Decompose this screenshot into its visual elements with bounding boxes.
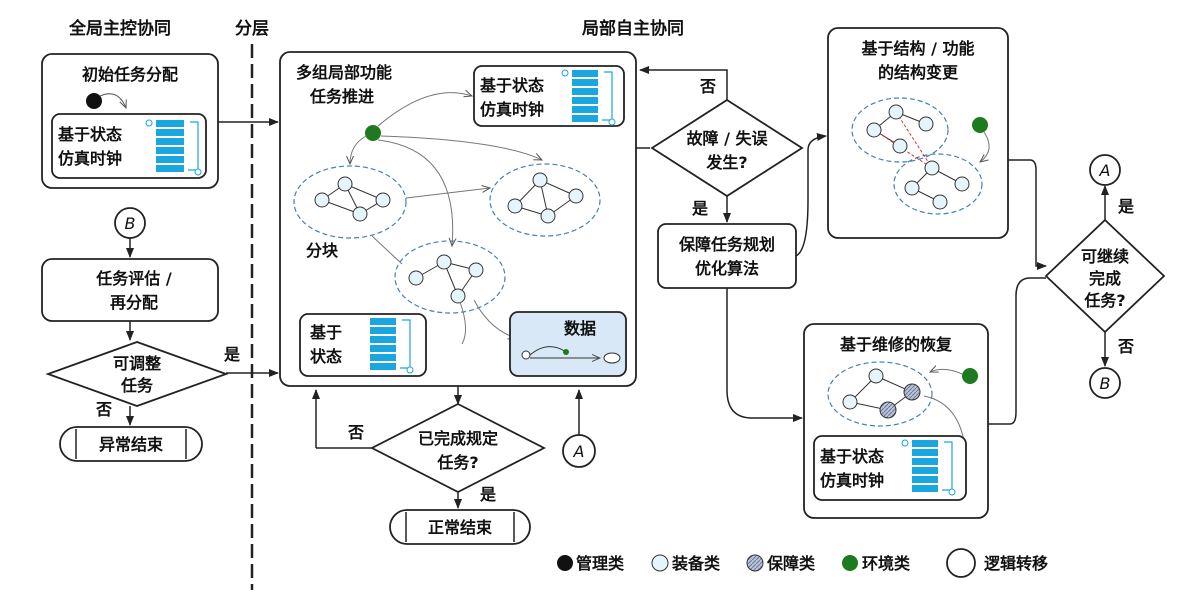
legend-swatch-management <box>557 555 573 571</box>
state-line2: 状态 <box>310 347 342 366</box>
fault-yes-label: 是 <box>691 199 708 218</box>
struct-environment-node <box>972 117 988 133</box>
abnormal-end-terminator: 异常结束 <box>59 426 203 462</box>
fault-line1: 故障 / 失误 <box>687 129 769 148</box>
support-node <box>879 401 897 419</box>
continue-decision: 可继续 完成 任务? <box>1044 218 1166 334</box>
node-a-right-label: A <box>1099 161 1111 180</box>
task-eval-line2: 再分配 <box>110 293 158 312</box>
repair-environment-node <box>962 368 978 384</box>
normal-end-terminator: 正常结束 <box>389 509 531 545</box>
clock-repair-icon <box>901 439 956 496</box>
struct-line1: 基于结构 / 功能 <box>861 39 975 58</box>
normal-end-label: 正常结束 <box>428 518 493 537</box>
state-line1: 基于 <box>309 323 342 342</box>
fault-decision: 故障 / 失误 发生? <box>650 98 804 198</box>
local-task-title1: 多组局部功能 <box>296 63 392 82</box>
adjust-no-label: 否 <box>95 400 112 419</box>
opt-line2: 优化算法 <box>695 259 759 278</box>
opt-algorithm-box: 保障任务规划 优化算法 <box>657 223 797 289</box>
done-decision: 已完成规定 任务? <box>370 402 546 494</box>
legend: 管理类 装备类 保障类 环境类 逻辑转移 <box>557 548 1048 578</box>
cluster-right <box>489 163 601 237</box>
management-node <box>86 93 102 109</box>
data-label: 数据 <box>564 319 596 338</box>
clock-left-line1: 基于状态 <box>57 125 122 144</box>
clock-center-line2: 仿真时钟 <box>480 100 544 119</box>
clock-repair-line1: 基于状态 <box>819 447 884 466</box>
task-eval-line1: 任务评估 / <box>95 269 172 288</box>
clock-center-line1: 基于状态 <box>479 76 544 95</box>
node-b-right-label: B <box>1100 374 1111 393</box>
local-task-box: 多组局部功能 任务推进 基于状态 仿真时钟 <box>279 51 637 387</box>
abnormal-end-label: 异常结束 <box>99 435 164 454</box>
adjust-yes-label: 是 <box>223 345 240 364</box>
task-eval-box: 任务评估 / 再分配 <box>41 258 219 322</box>
done-no-label: 否 <box>347 423 364 442</box>
legend-label-support: 保障类 <box>766 554 816 573</box>
data-flow-icon <box>521 346 621 364</box>
clock-left-line2: 仿真时钟 <box>58 149 122 168</box>
opt-line1: 保障任务规划 <box>678 235 775 254</box>
local-task-title2: 任务推进 <box>309 87 374 106</box>
header-global: 全局主控协同 <box>68 18 171 39</box>
state-clock-icon <box>370 318 414 374</box>
header-layer: 分层 <box>235 19 269 39</box>
done-yes-label: 是 <box>479 485 496 504</box>
node-a-right: A <box>1089 154 1121 186</box>
header-local: 局部自主协同 <box>582 18 684 39</box>
support-node <box>903 383 921 401</box>
node-a-center: A <box>562 434 596 468</box>
done-line1: 已完成规定 <box>418 429 498 448</box>
fault-no-label: 否 <box>699 77 716 96</box>
continue-line2: 完成 <box>1089 269 1121 288</box>
legend-label-environment: 环境类 <box>862 554 911 573</box>
struct-line2: 的结构变更 <box>878 63 959 82</box>
legend-swatch-support <box>746 554 764 572</box>
clock-center-icon <box>561 69 616 126</box>
repair-label: 基于维修的恢复 <box>839 335 953 354</box>
node-b-left-label: B <box>125 214 136 233</box>
node-b-left: B <box>114 207 146 239</box>
environment-node <box>365 125 381 141</box>
adjust-decision: 可调整 任务 <box>45 341 229 407</box>
node-a-center-label: A <box>573 442 585 461</box>
continue-no-label: 否 <box>1117 337 1134 356</box>
legend-label-transfer: 逻辑转移 <box>984 554 1048 573</box>
done-line2: 任务? <box>436 453 478 472</box>
continue-line1: 可继续 <box>1081 247 1129 266</box>
clock-repair-line2: 仿真时钟 <box>820 471 884 490</box>
adjust-line2: 任务 <box>120 376 154 395</box>
continue-line3: 任务? <box>1083 291 1125 310</box>
clock-icon <box>145 119 202 176</box>
fault-line2: 发生? <box>705 153 747 172</box>
legend-swatch-equipment <box>651 554 669 572</box>
cluster-left <box>293 165 407 239</box>
legend-label-equipment: 装备类 <box>671 554 721 573</box>
init-alloc-box: 初始任务分配 基于状态 仿真时钟 <box>41 53 219 189</box>
legend-label-management: 管理类 <box>576 554 625 573</box>
continue-yes-label: 是 <box>1117 197 1134 216</box>
adjust-line1: 可调整 <box>113 354 161 373</box>
cluster-bottom <box>394 240 506 314</box>
legend-swatch-transfer <box>946 548 976 578</box>
block-label: 分块 <box>306 241 339 260</box>
node-b-right: B <box>1089 367 1121 399</box>
legend-swatch-environment <box>842 555 858 571</box>
repair-box: 基于维修的恢复 基于状态 仿真时钟 <box>803 323 989 519</box>
init-alloc-label: 初始任务分配 <box>82 65 178 84</box>
structure-change-box: 基于结构 / 功能 的结构变更 <box>827 27 1009 239</box>
